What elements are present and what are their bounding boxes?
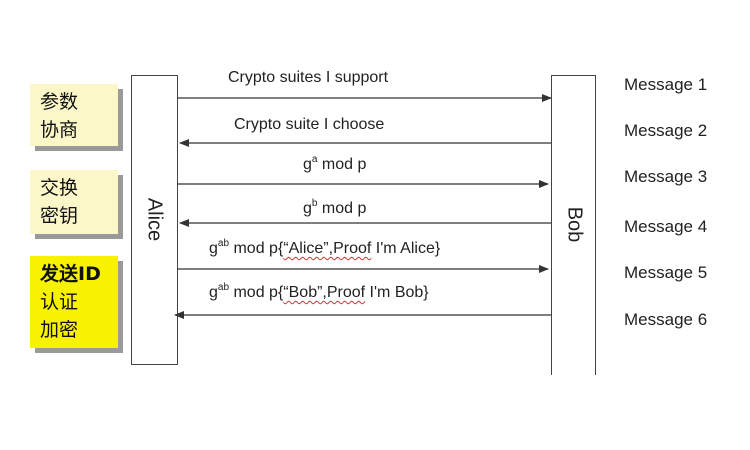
msg-base: g <box>303 200 312 217</box>
msg-tail: I'm Alice} <box>371 240 441 257</box>
phase-line: 认证 <box>40 291 79 313</box>
message-number-6: Message 6 <box>624 310 708 329</box>
msg-sup: b <box>311 198 318 209</box>
message-5-label: gab mod p{“Alice”,Proof I'm Alice} <box>209 238 441 258</box>
message-1-label: Crypto suites I support <box>228 69 389 86</box>
message-4-label: gb mod p <box>303 198 367 218</box>
phase-send-id-auth-encrypt: 发送ID 认证 加密 <box>30 256 118 348</box>
msg-sup: ab <box>217 238 230 249</box>
msg-rest: mod p{ <box>229 284 284 301</box>
msg-rest: mod p <box>317 200 367 217</box>
message-6-label: gab mod p{“Bob”,Proof I'm Bob} <box>209 282 429 302</box>
message-number-3: Message 3 <box>624 167 708 186</box>
msg-rest: mod p{ <box>229 240 284 257</box>
msg-base: g <box>209 240 218 257</box>
phase-line: 参数 <box>40 91 79 113</box>
msg-underlined: “Alice”,Proof <box>283 240 372 257</box>
phase-line: 协商 <box>40 119 79 141</box>
msg-underlined: “Bob”,Proof <box>283 284 366 301</box>
phase-line: 密钥 <box>40 205 79 227</box>
message-number-2: Message 2 <box>624 121 708 140</box>
message-2-label: Crypto suite I choose <box>234 116 385 133</box>
msg-base: g <box>209 284 218 301</box>
message-3-label: ga mod p <box>303 154 367 174</box>
alice-lifeline <box>131 75 178 365</box>
message-number-1: Message 1 <box>624 75 708 94</box>
phase-line: 加密 <box>40 319 79 341</box>
bob-lifeline <box>551 75 596 375</box>
message-number-5: Message 5 <box>624 263 708 282</box>
phase-parameter-negotiation: 参数 协商 <box>30 84 118 146</box>
phase-key-exchange: 交换 密钥 <box>30 170 118 234</box>
msg-sup: a <box>311 154 318 165</box>
msg-tail: I'm Bob} <box>365 284 429 301</box>
msg-rest: mod p <box>317 156 367 173</box>
phase-line: 交换 <box>40 177 79 199</box>
message-number-4: Message 4 <box>624 217 708 236</box>
msg-sup: ab <box>217 282 230 293</box>
msg-base: g <box>303 156 312 173</box>
phase-line: 发送ID <box>40 263 101 285</box>
